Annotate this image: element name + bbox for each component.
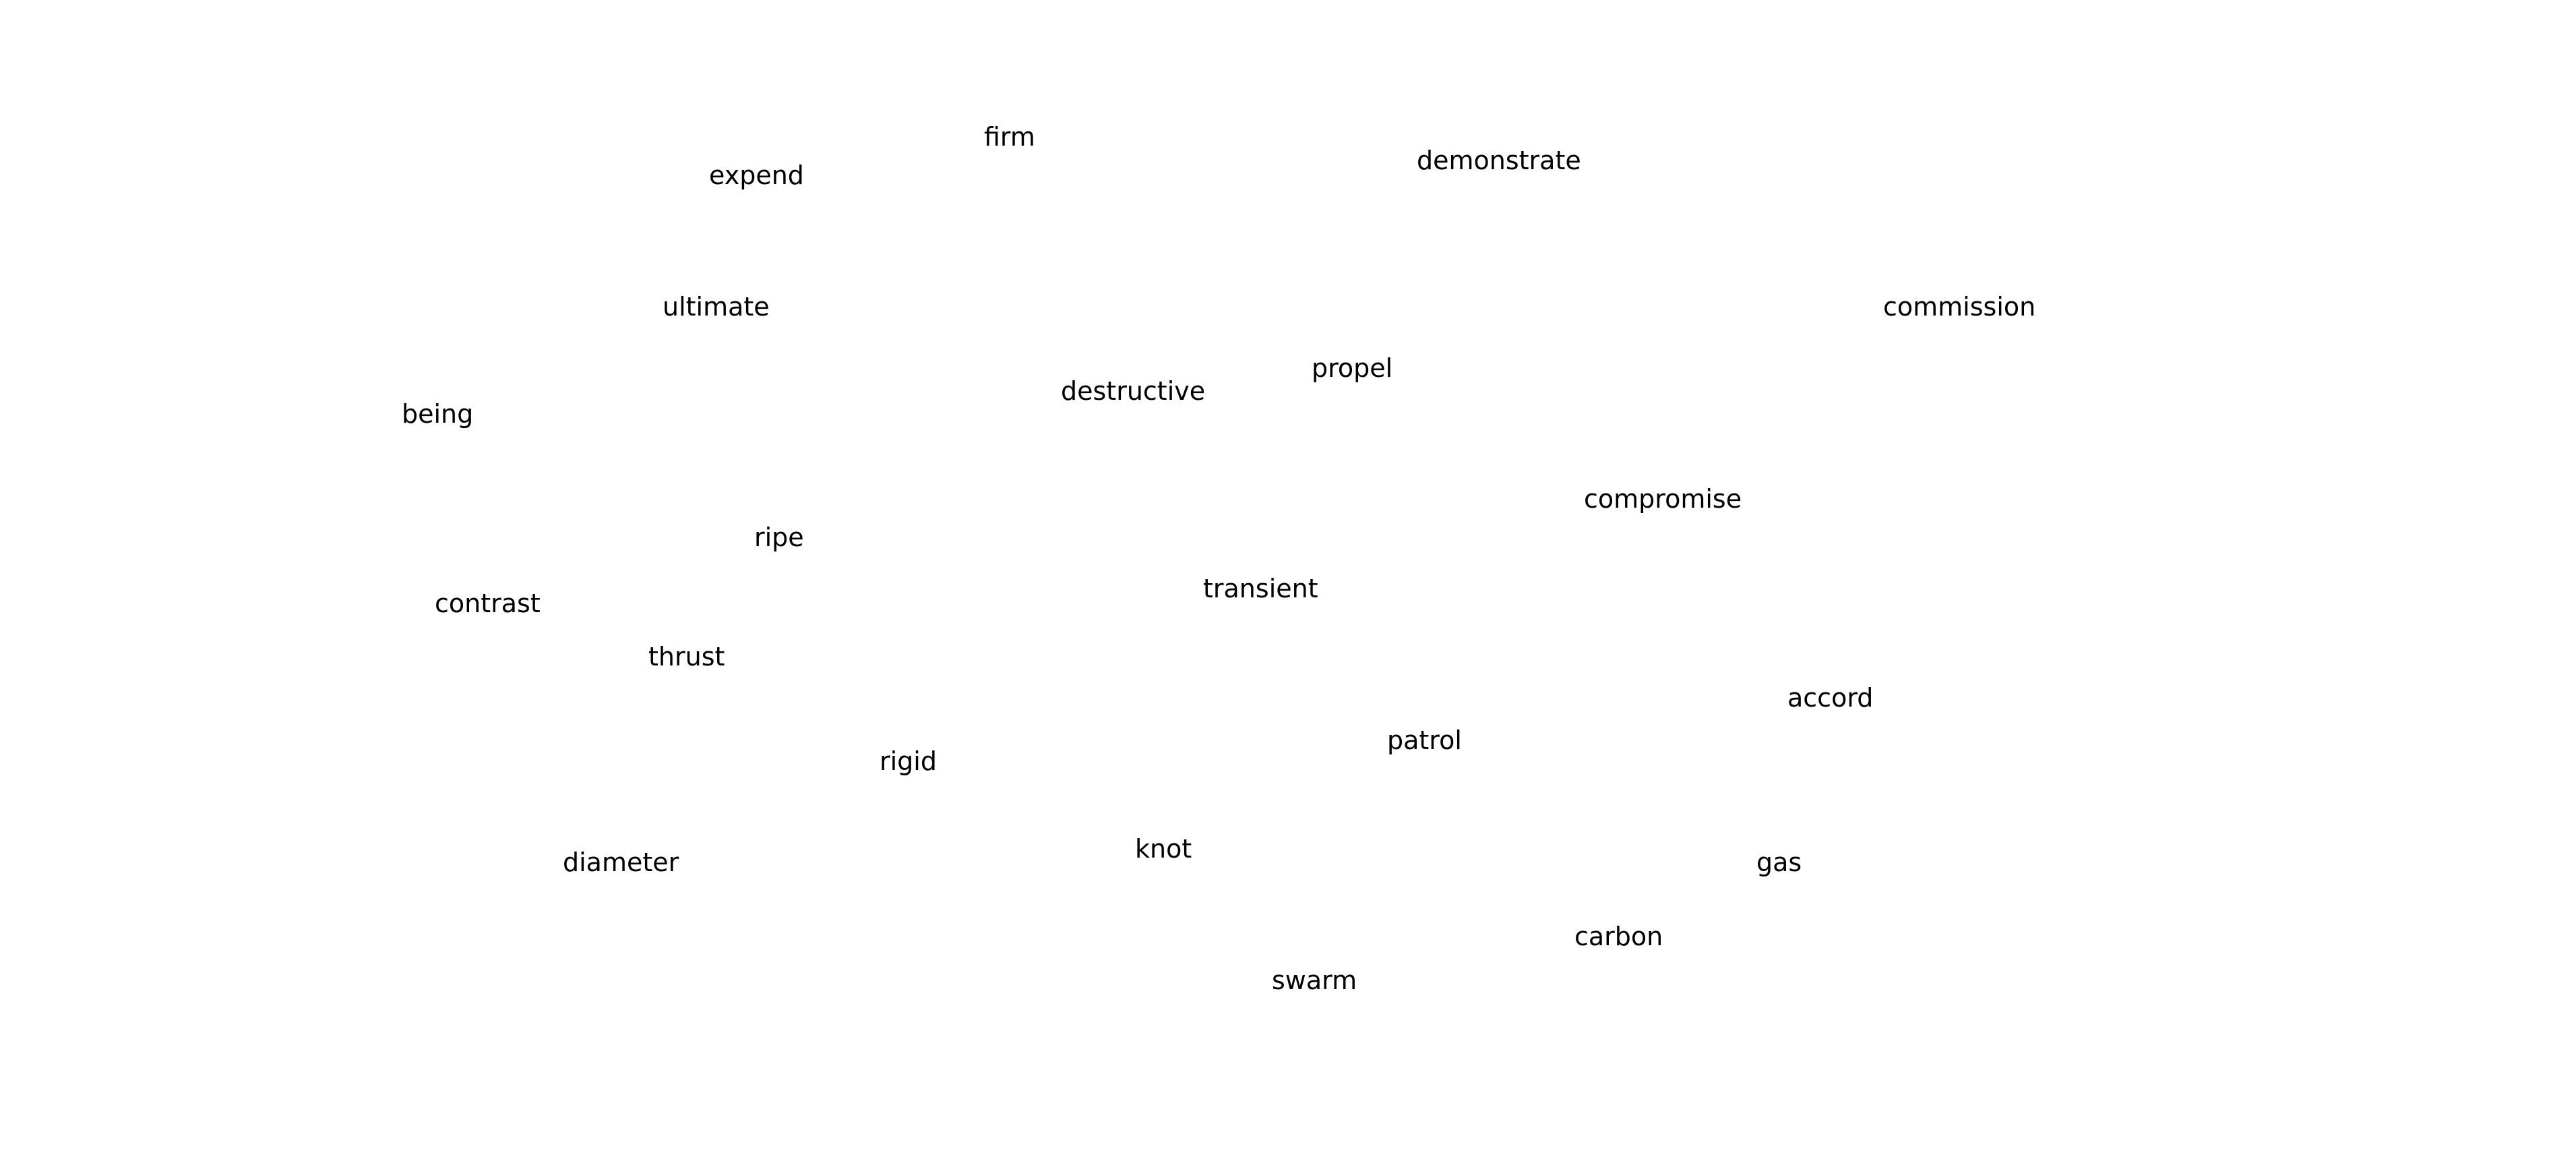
word-ultimate: ultimate <box>663 292 770 322</box>
word-diameter: diameter <box>563 847 679 877</box>
word-thrust: thrust <box>648 642 725 672</box>
word-transient: transient <box>1203 574 1318 603</box>
word-firm: firm <box>984 122 1035 152</box>
word-ripe: ripe <box>754 523 804 552</box>
word-knot: knot <box>1135 834 1192 864</box>
word-expend: expend <box>709 160 804 190</box>
word-gas: gas <box>1756 847 1802 877</box>
word-propel: propel <box>1312 353 1393 383</box>
word-accord: accord <box>1787 683 1874 713</box>
word-commission: commission <box>1883 292 2036 322</box>
word-rigid: rigid <box>880 746 937 776</box>
word-compromise: compromise <box>1584 484 1742 514</box>
word-being: being <box>402 399 474 429</box>
word-demonstrate: demonstrate <box>1417 146 1581 175</box>
word-swarm: swarm <box>1272 965 1357 995</box>
word-carbon: carbon <box>1574 922 1663 951</box>
word-patrol: patrol <box>1387 725 1462 755</box>
word-destructive: destructive <box>1061 376 1206 406</box>
word-contrast: contrast <box>435 589 541 618</box>
